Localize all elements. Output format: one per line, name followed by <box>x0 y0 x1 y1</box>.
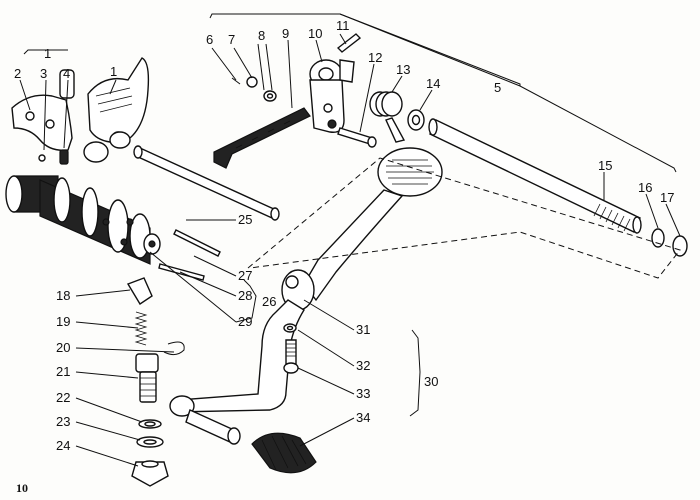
clip-20 <box>163 341 185 356</box>
rubber-grip-34 <box>251 432 317 474</box>
spring-13 <box>369 91 406 143</box>
detent-plunger-18 <box>126 277 153 305</box>
lever-9 <box>213 107 311 169</box>
callout-32: 32 <box>356 358 370 373</box>
callout-23: 23 <box>56 414 70 429</box>
callout-5: 5 <box>494 80 501 95</box>
bolt-12 <box>337 127 377 148</box>
callout-19: 19 <box>56 314 70 329</box>
spring-19 <box>134 311 148 346</box>
page-number: 10 <box>16 481 28 495</box>
callout-24: 24 <box>56 438 70 453</box>
detent-housing-21 <box>135 353 159 403</box>
leader-lines <box>19 33 681 467</box>
spring-8 <box>263 90 277 102</box>
callout-2: 2 <box>14 66 21 81</box>
shift-fork-sleeves <box>83 131 131 163</box>
callout-1: 1 <box>110 64 117 79</box>
callout-33: 33 <box>356 386 370 401</box>
callout-27: 27 <box>238 268 252 283</box>
callout-25: 25 <box>238 212 252 227</box>
fork-rod-25 <box>133 145 280 221</box>
lock-washer-7 <box>246 76 258 88</box>
callout-29: 29 <box>238 314 252 329</box>
callout-20: 20 <box>56 340 70 355</box>
shift-pedal <box>281 147 443 311</box>
shift-drum <box>5 175 161 265</box>
callout-1-group: 1 <box>44 46 51 61</box>
callout-9: 9 <box>282 26 289 41</box>
callout-7: 7 <box>228 32 235 47</box>
shaft-15 <box>428 118 642 234</box>
callout-31: 31 <box>356 322 370 337</box>
callout-4: 4 <box>63 66 70 81</box>
callout-labels: 1 1 2 3 4 5 6 7 8 9 10 11 12 13 14 15 16… <box>14 18 674 453</box>
bushing-4 <box>59 149 69 165</box>
shift-fork-right <box>87 57 150 145</box>
callout-22: 22 <box>56 390 70 405</box>
washer-22 <box>138 419 162 429</box>
callout-15: 15 <box>598 158 612 173</box>
callout-21: 21 <box>56 364 70 379</box>
callout-30: 30 <box>424 374 438 389</box>
circlip-16 <box>651 228 665 248</box>
callout-34: 34 <box>356 410 370 425</box>
callout-16: 16 <box>638 180 652 195</box>
callout-28: 28 <box>238 288 252 303</box>
washer-14 <box>407 109 425 131</box>
callout-12: 12 <box>368 50 382 65</box>
detent-pin-3 <box>38 154 46 162</box>
callout-6: 6 <box>206 32 213 47</box>
drum-pin-27 <box>173 229 221 257</box>
nut-24 <box>131 460 169 487</box>
ring-17 <box>672 235 688 257</box>
group-brackets <box>23 13 681 417</box>
callout-11: 11 <box>336 18 350 33</box>
callout-26: 26 <box>262 294 276 309</box>
pin-6 <box>231 77 241 85</box>
callout-3: 3 <box>40 66 47 81</box>
callout-14: 14 <box>426 76 440 91</box>
lever-body-10 <box>309 59 355 133</box>
bolt-33 <box>283 339 299 374</box>
washer-23 <box>136 436 164 448</box>
callout-17: 17 <box>660 190 674 205</box>
callout-10: 10 <box>308 26 322 41</box>
callout-8: 8 <box>258 28 265 43</box>
pin-11 <box>336 33 362 53</box>
washer-32 <box>283 323 297 333</box>
callout-18: 18 <box>56 288 70 303</box>
callout-13: 13 <box>396 62 410 77</box>
